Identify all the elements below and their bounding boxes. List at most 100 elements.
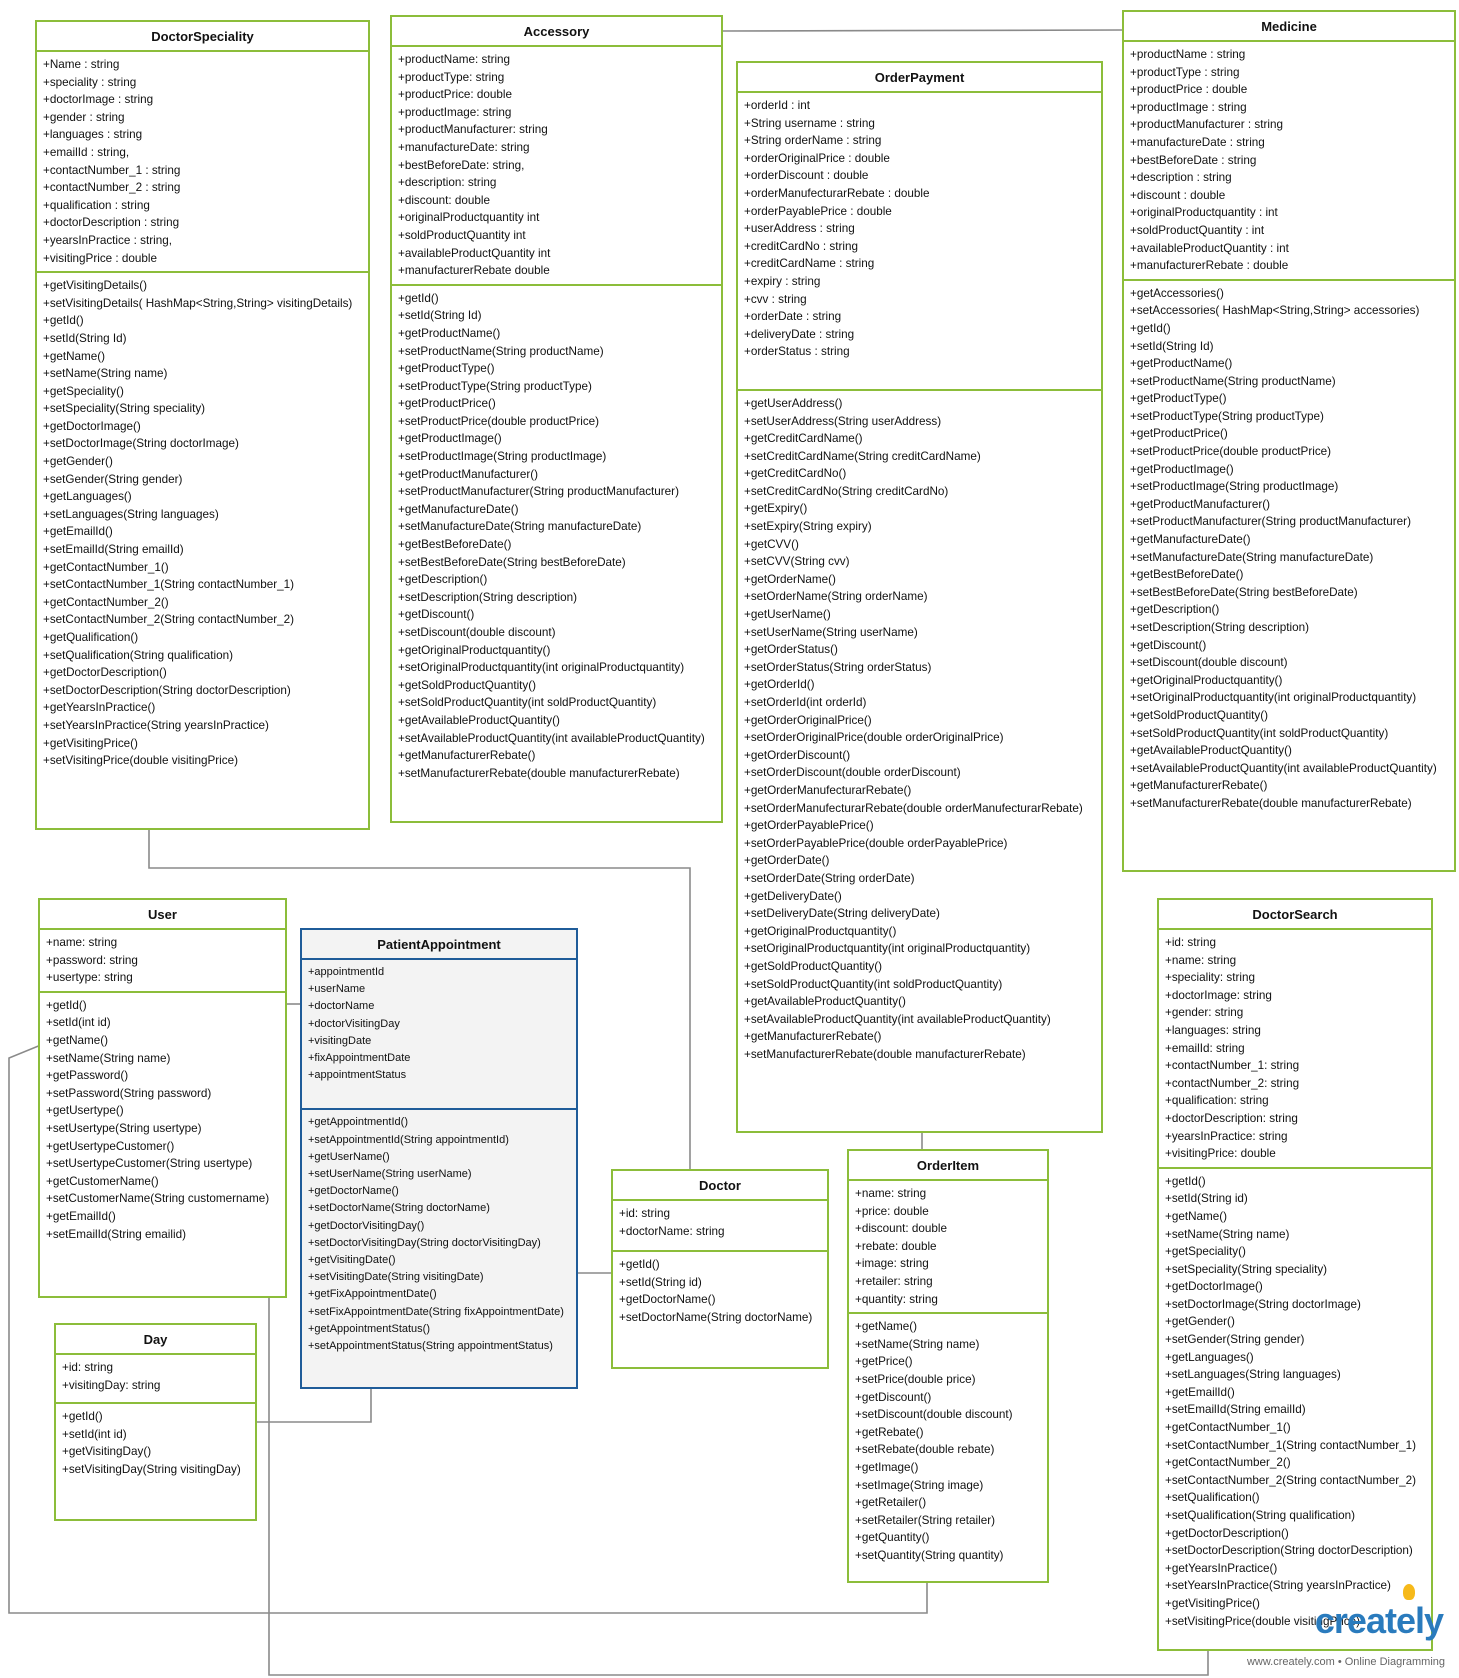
operation-item: +getOrderStatus() (744, 643, 838, 657)
attribute-item: +manufacturerRebate : double (1130, 259, 1289, 273)
operation-item: +getUsertypeCustomer() (46, 1139, 175, 1153)
attribute-item: +discount: double (398, 193, 490, 207)
operations-list: +getId()+setId(int id)+getVisitingDay()+… (56, 1404, 255, 1519)
operation-item: +getBestBeforeDate() (1130, 568, 1244, 582)
attribute-item: +productName: string (398, 53, 511, 66)
operation-item: +getDoctorVisitingDay() (308, 1219, 425, 1232)
operation-item: +getOrderDiscount() (744, 748, 851, 762)
attribute-item: +productManufacturer: string (398, 123, 548, 137)
attribute-item: +name: string (1165, 953, 1237, 967)
operation-item: +getAvailableProductQuantity() (398, 713, 560, 727)
class-patient-appointment[interactable]: PatientAppointment +appointmentId+userNa… (300, 928, 578, 1389)
attribute-item: +userAddress : string (744, 222, 855, 236)
operation-item: +getYearsInPractice() (1165, 1561, 1278, 1575)
operation-item: +setAvailableProductQuantity(int availab… (744, 1012, 1051, 1026)
class-order-item[interactable]: OrderItem +name: string+price: double+di… (847, 1149, 1049, 1583)
operation-item: +getGender() (1165, 1315, 1235, 1329)
class-user[interactable]: User +name: string+password: string+user… (38, 898, 287, 1298)
attribute-item: +speciality : string (43, 75, 137, 89)
operation-item: +getDoctorImage() (43, 419, 141, 433)
operation-item: +setAvailableProductQuantity(int availab… (1130, 761, 1437, 775)
operation-item: +getName() (43, 349, 106, 363)
operation-item: +getExpiry() (744, 502, 808, 516)
operation-item: +setId(int id) (62, 1427, 127, 1441)
operation-item: +getId() (43, 314, 84, 328)
attribute-item: +visitingPrice: double (1165, 1147, 1276, 1161)
operation-item: +getOrderPayablePrice() (744, 819, 874, 833)
attribute-item: +orderManufecturarRebate : double (744, 186, 930, 200)
attribute-item: +emailId: string (1165, 1041, 1245, 1055)
attribute-item: +doctorImage : string (43, 93, 154, 107)
operation-item: +getVisitingDay() (62, 1445, 152, 1459)
operation-item: +getManufactureDate() (398, 502, 519, 516)
attribute-item: +orderId : int (744, 99, 810, 112)
operation-item: +getSoldProductQuantity() (398, 678, 537, 692)
operation-item: +getOrderOriginalPrice() (744, 713, 872, 727)
attribute-item: +bestBeforeDate : string (1130, 153, 1257, 167)
class-name: PatientAppointment (302, 930, 576, 960)
operation-item: +setYearsInPractice(String yearsInPracti… (1165, 1579, 1391, 1593)
attribute-item: +name: string (855, 1187, 927, 1200)
operation-item: +setManufactureDate(String manufactureDa… (1130, 550, 1374, 564)
operation-item: +setAccessories( HashMap<String,String> … (1130, 304, 1420, 318)
operation-item: +setOrderManufecturarRebate(double order… (744, 801, 1083, 815)
operation-item: +getDescription() (398, 573, 488, 587)
operation-item: +getId() (1130, 321, 1171, 335)
attribute-item: +rebate: double (855, 1239, 937, 1253)
class-doctor-speciality[interactable]: DoctorSpeciality +Name : string+speciali… (35, 20, 370, 830)
operation-item: +getDoctorDescription() (1165, 1526, 1289, 1540)
class-name: DoctorSearch (1159, 900, 1431, 930)
operation-item: +setDoctorVisitingDay(String doctorVisit… (308, 1236, 541, 1249)
operation-item: +setVisitingDetails( HashMap<String,Stri… (43, 296, 353, 310)
attribute-item: +productPrice : double (1130, 83, 1248, 97)
attribute-item: +id: string (1165, 936, 1216, 949)
class-day[interactable]: Day +id: string+visitingDay: string +get… (54, 1323, 257, 1521)
class-doctor-search[interactable]: DoctorSearch +id: string +name: string +sp… (1157, 898, 1433, 1651)
operations-list: +getName()+setName(String name)+getPrice… (849, 1314, 1047, 1581)
operation-item: +setVisitingPrice(double visitingPrice) (1165, 1614, 1360, 1628)
attribute-item: +doctorDescription : string (43, 216, 180, 230)
attribute-item: +availableProductQuantity : int (1130, 241, 1289, 255)
attribute-item: +productImage : string (1130, 100, 1247, 114)
operation-item: +getImage() (855, 1460, 919, 1474)
operation-item: +getVisitingDetails() (43, 279, 148, 293)
operation-item: +setDoctorName(String doctorName) (308, 1202, 490, 1215)
operation-item: +getYearsInPractice() (43, 701, 156, 715)
operation-item: +getCreditCardName() (744, 432, 863, 446)
attribute-item: +usertype: string (46, 971, 133, 985)
attribute-item: +originalProductquantity int (398, 211, 540, 225)
operation-item: +setAppointmentStatus(String appointment… (308, 1340, 553, 1353)
attribute-item: +Name : string (43, 58, 120, 71)
operation-item: +setManufacturerRebate(double manufactur… (1130, 796, 1412, 810)
operation-item: +getId() (46, 998, 87, 1012)
attribute-item: +appointmentId (308, 966, 385, 978)
operation-item: +getEmailId() (1165, 1385, 1235, 1399)
operation-item: +setExpiry(String expiry) (744, 520, 872, 534)
operation-item: +getId() (1165, 1174, 1206, 1188)
attribute-item: +productManufacturer : string (1130, 118, 1283, 132)
attribute-item: +productName : string (1130, 48, 1246, 61)
operation-item: +getAvailableProductQuantity() (744, 995, 906, 1009)
operation-item: +setImage(String image) (855, 1478, 984, 1492)
operation-item: +getDoctorName() (619, 1293, 716, 1307)
operation-item: +getSoldProductQuantity() (744, 959, 883, 973)
class-medicine[interactable]: Medicine +productName : string+productTy… (1122, 10, 1456, 872)
class-doctor[interactable]: Doctor +id: string+doctorName: string +g… (611, 1169, 829, 1369)
attribute-item: +originalProductquantity : int (1130, 206, 1278, 220)
operation-item: +setProductType(String productType) (398, 379, 592, 393)
operations-list: +getAppointmentId()+setAppointmentId(Str… (302, 1110, 576, 1387)
operation-item: +getVisitingPrice() (1165, 1596, 1260, 1610)
operation-item: +getAppointmentStatus() (308, 1322, 430, 1335)
attribute-item: +speciality: string (1165, 971, 1255, 985)
class-order-payment[interactable]: OrderPayment +orderId : int+String usern… (736, 61, 1103, 1133)
class-accessory[interactable]: Accessory +productName: string+productTy… (390, 15, 723, 823)
operation-item: +setContactNumber_2(String contactNumber… (43, 613, 295, 627)
operation-item: +setOrderDiscount(double orderDiscount) (744, 766, 961, 780)
operation-item: +setSoldProductQuantity(int soldProductQ… (1130, 726, 1389, 740)
attributes-list: +productName: string+productType: string… (392, 47, 721, 286)
operation-item: +getQualification() (43, 631, 139, 644)
operation-item: +setUserName(String userName) (744, 625, 918, 639)
operations-list: +getId()+setId(int id)+getName()+setName… (40, 993, 285, 1296)
attribute-item: +visitingPrice : double (43, 251, 158, 265)
attribute-item: +doctorVisitingDay (308, 1017, 400, 1030)
